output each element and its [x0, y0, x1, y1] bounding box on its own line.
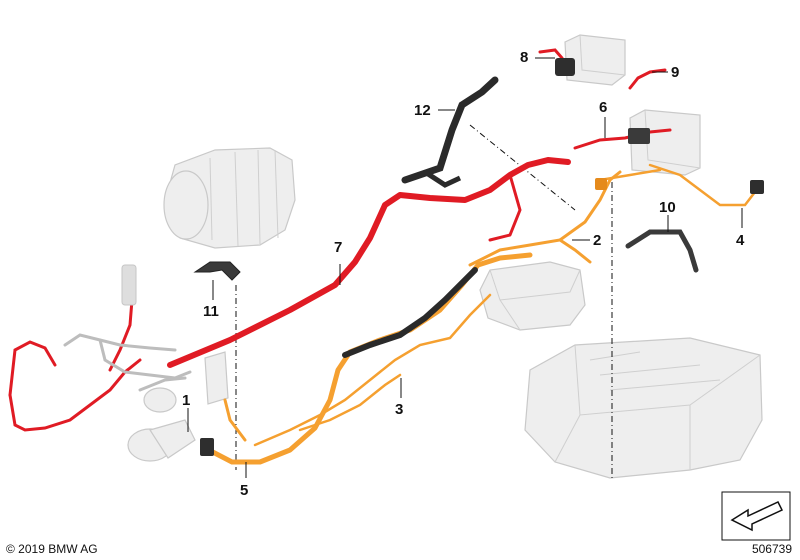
black-harness-sleeve: [342, 267, 478, 358]
copyright-text: © 2019 BMW AG: [6, 542, 98, 556]
fuse-box-ghost: [204, 351, 229, 405]
callout-11: 11: [203, 303, 219, 320]
sensor-component: [121, 264, 137, 306]
red-cable-6: [573, 128, 672, 150]
callout-3: 3: [395, 401, 403, 418]
hv-connector: [200, 178, 607, 456]
callout-6: 6: [599, 99, 607, 116]
callout-10: 10: [659, 199, 676, 216]
callout-1: 1: [182, 392, 190, 409]
bracket-11: [193, 261, 241, 281]
red-cable-8: [538, 48, 564, 60]
connector-4: [750, 180, 764, 194]
white-cables: [63, 333, 192, 392]
connector-8: [555, 58, 575, 76]
callout-7: 7: [334, 239, 342, 256]
callout-8: 8: [520, 49, 528, 66]
callout-12: 12: [414, 102, 431, 119]
bracket-10: [625, 229, 699, 273]
battery-terminal-6: [628, 128, 650, 144]
red-battery-cable-7: [167, 157, 571, 368]
orange-hv-cable-5: [202, 252, 533, 465]
transmission-ghost: [163, 147, 296, 249]
red-cable-9: [628, 68, 667, 90]
cable-duct-12: [401, 76, 499, 188]
12v-battery-ghost: [564, 34, 626, 86]
callout-4: 4: [736, 232, 745, 249]
diagram-number: 506739: [751, 542, 792, 556]
high-voltage-battery-ghost: [524, 337, 763, 479]
orange-hv-cable-2: [223, 170, 622, 442]
red-cable-left-loop: [8, 298, 142, 432]
orange-hv-cable-3: [253, 293, 492, 447]
callout-9: 9: [671, 64, 679, 81]
callout-5: 5: [240, 482, 248, 499]
starter-motor-ghost: [127, 387, 196, 462]
orange-cable-4: [598, 163, 757, 207]
power-electronics-ghost: [479, 261, 586, 331]
auxiliary-battery-ghost: [629, 109, 701, 176]
callout-2: 2: [593, 232, 601, 249]
orientation-arrow-icon: [721, 491, 791, 541]
